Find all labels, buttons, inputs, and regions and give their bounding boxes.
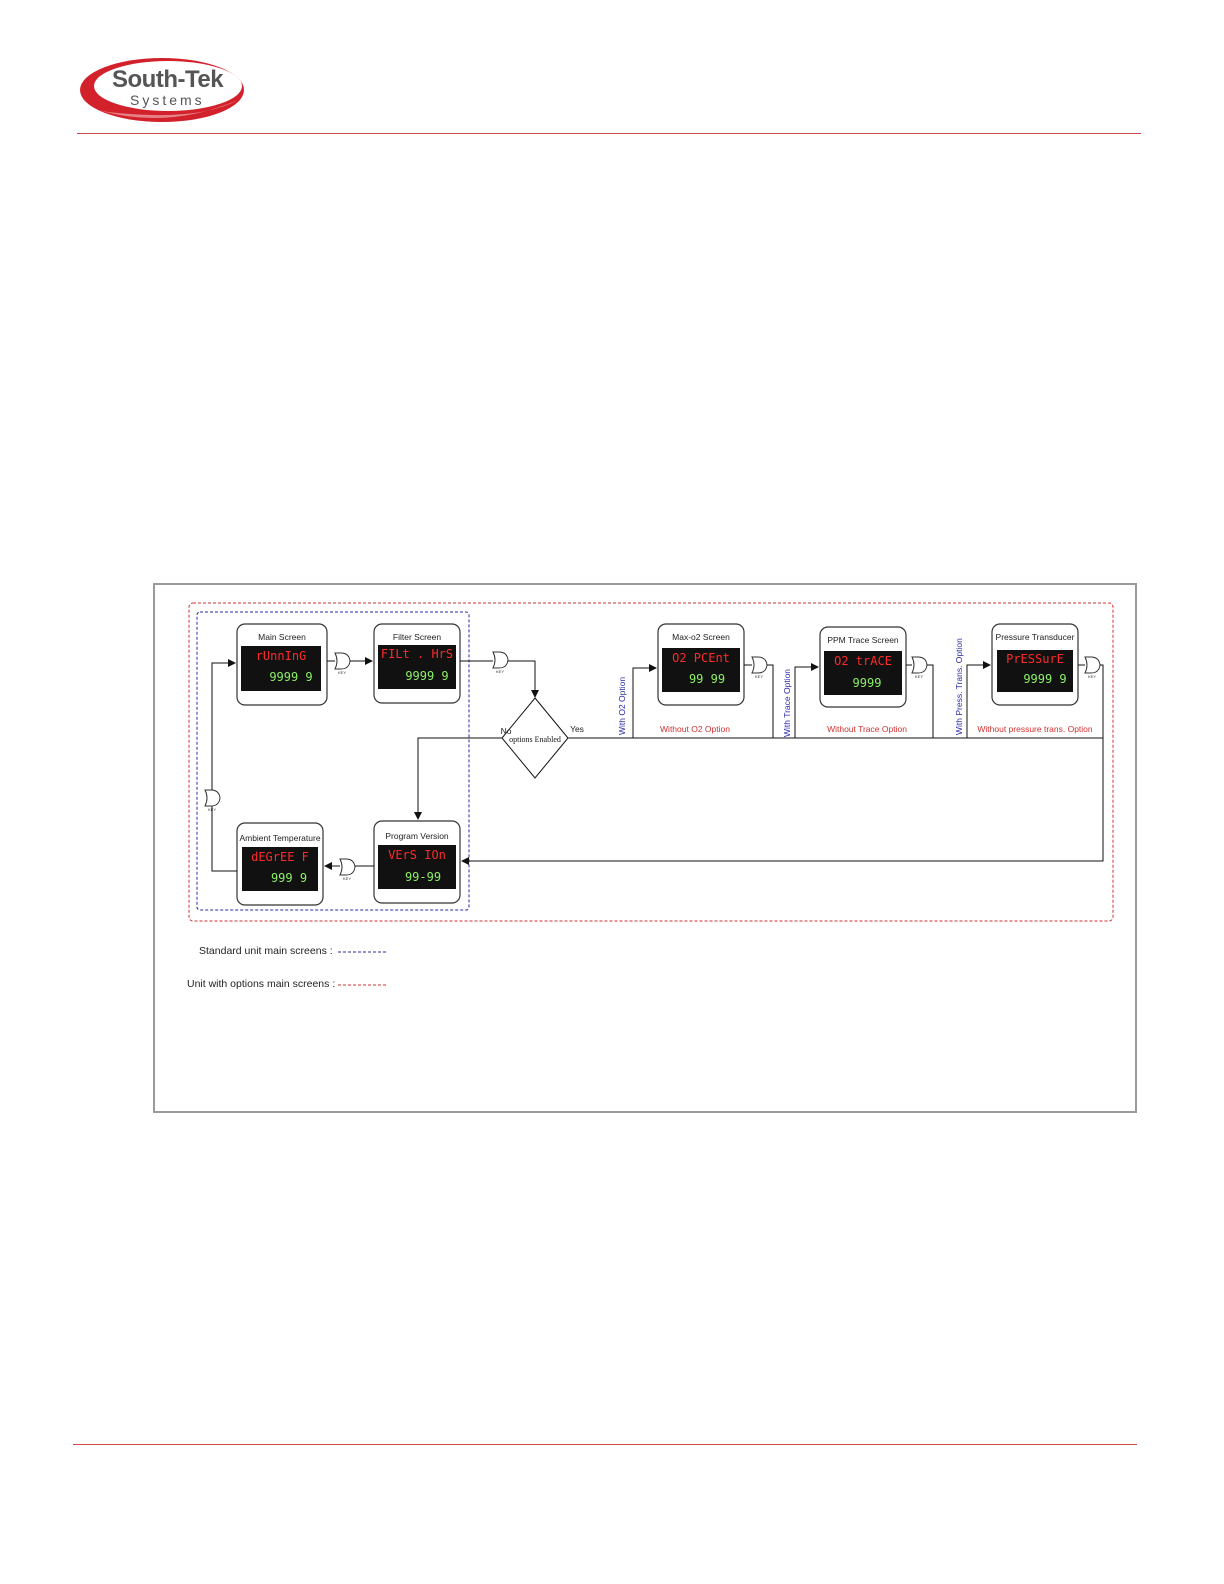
pressure-screen-line1: PrESSurE	[1006, 652, 1064, 666]
key-button-7	[204, 789, 221, 807]
ppm-screen-line1: O2 trACE	[834, 654, 892, 668]
program-screen-line2: 99-99	[405, 870, 441, 884]
key-button-1	[334, 652, 351, 670]
without-press-label: Without pressure trans. Option	[977, 724, 1093, 734]
key-caption-7: KEY	[208, 807, 216, 812]
header-rule	[77, 133, 1141, 134]
key-caption-5: KEY	[1088, 674, 1096, 679]
maxo2-screen-line1: O2 PCEnt	[672, 651, 730, 665]
main-screen-box: Main Screen rUnnInG 9999 9	[236, 623, 328, 706]
key-caption-6: KEY	[343, 876, 351, 881]
pressure-screen-line2: 9999 9	[1023, 672, 1066, 686]
maxo2-screen-title: Max-o2 Screen	[672, 632, 730, 642]
filter-screen-line2: 9999 9	[405, 669, 448, 683]
south-tek-logo: South-Tek Systems	[78, 52, 248, 128]
ambient-screen-title: Ambient Temperature	[239, 833, 320, 843]
flowchart-figure: Main Screen rUnnInG 9999 9 Filter Screen…	[153, 583, 1137, 1113]
main-screen-title: Main Screen	[258, 632, 306, 642]
key-button-3	[751, 656, 768, 674]
main-screen-line2: 9999 9	[269, 670, 312, 684]
options-boundary	[188, 602, 1114, 922]
program-screen-line1: VErS IOn	[388, 848, 446, 862]
pressure-screen-box: Pressure Transducer PrESSurE 9999 9	[991, 623, 1079, 706]
decision-yes-label: Yes	[570, 724, 584, 734]
key-button-4	[911, 656, 928, 674]
key-caption-2: KEY	[496, 669, 504, 674]
filter-screen-title: Filter Screen	[393, 632, 441, 642]
key-button-5	[1084, 656, 1101, 674]
ambient-screen-line1: dEGrEE F	[251, 850, 309, 864]
ppm-screen-line2: 9999	[853, 676, 882, 690]
ppm-screen-title: PPM Trace Screen	[827, 635, 899, 645]
maxo2-screen-line2: 99 99	[689, 672, 725, 686]
decision-label: options Enabled	[509, 735, 561, 744]
logo-text: South-Tek	[112, 66, 224, 93]
program-screen-box: Program Version VErS IOn 99-99	[373, 820, 461, 904]
key-caption-3: KEY	[755, 674, 763, 679]
key-caption-4: KEY	[915, 674, 923, 679]
standard-boundary	[196, 611, 470, 911]
filter-screen-line1: FILt . HrS	[381, 647, 453, 661]
ppm-screen-box: PPM Trace Screen O2 trACE 9999	[819, 626, 907, 708]
key-caption-1: KEY	[338, 670, 346, 675]
maxo2-screen-box: Max-o2 Screen O2 PCEnt 99 99	[657, 623, 745, 706]
key-button-6	[339, 858, 356, 876]
main-screen-line1: rUnnInG	[256, 649, 307, 663]
without-o2-label: Without O2 Option	[660, 724, 730, 734]
with-o2-label: With O2 Option	[617, 677, 627, 735]
logo-subtext: Systems	[130, 92, 205, 108]
decision-no-label: No	[501, 726, 512, 736]
legend-standard-label: Standard unit main screens :	[199, 945, 333, 957]
footer-rule	[73, 1444, 1137, 1445]
program-screen-title: Program Version	[385, 831, 449, 841]
without-trace-label: Without Trace Option	[827, 724, 907, 734]
ambient-screen-box: Ambient Temperature dEGrEE F 999 9	[236, 822, 324, 906]
filter-screen-box: Filter Screen FILt . HrS 9999 9	[373, 623, 461, 704]
decision-diamond	[501, 697, 569, 779]
pressure-screen-title: Pressure Transducer	[996, 632, 1075, 642]
ambient-screen-line2: 999 9	[271, 871, 307, 885]
with-press-label: With Press. Trans. Option	[954, 638, 964, 735]
with-trace-label: With Trace Option	[782, 669, 792, 737]
key-button-2	[492, 651, 509, 669]
legend-options-label: Unit with options main screens :	[187, 978, 336, 990]
